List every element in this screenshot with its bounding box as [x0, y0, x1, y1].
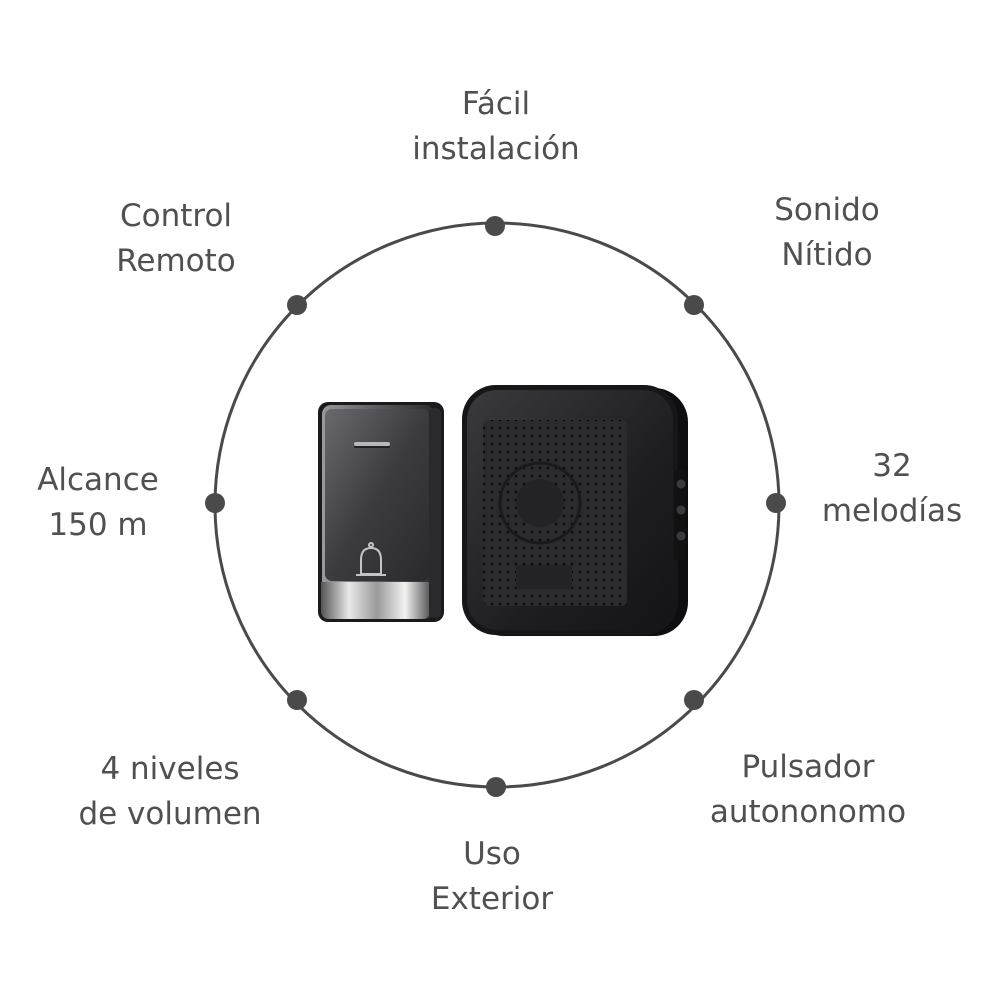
doorbell-push-button	[318, 402, 444, 622]
feature-easy-install: Fácil instalación	[412, 86, 580, 167]
feature-autonomous-button: Pulsador autononomo	[709, 749, 907, 830]
feature-dot	[684, 690, 704, 710]
feature-volume-levels: 4 niveles de volumen	[78, 751, 262, 832]
doorbell-receiver	[462, 385, 688, 636]
feature-dot	[485, 216, 505, 236]
feature-remote-control: Control Remoto	[116, 198, 236, 279]
bell-icon	[356, 542, 386, 576]
feature-dot	[205, 493, 225, 513]
feature-outdoor-use: Uso Exterior	[430, 836, 554, 917]
feature-melodies: 32 melodías	[821, 448, 963, 529]
feature-clear-sound: Sonido Nítido	[774, 192, 880, 273]
feature-dot	[287, 295, 307, 315]
feature-dot	[486, 777, 506, 797]
feature-range: Alcance 150 m	[37, 462, 159, 543]
feature-dot	[684, 295, 704, 315]
feature-dot	[766, 493, 786, 513]
feature-dot	[287, 690, 307, 710]
